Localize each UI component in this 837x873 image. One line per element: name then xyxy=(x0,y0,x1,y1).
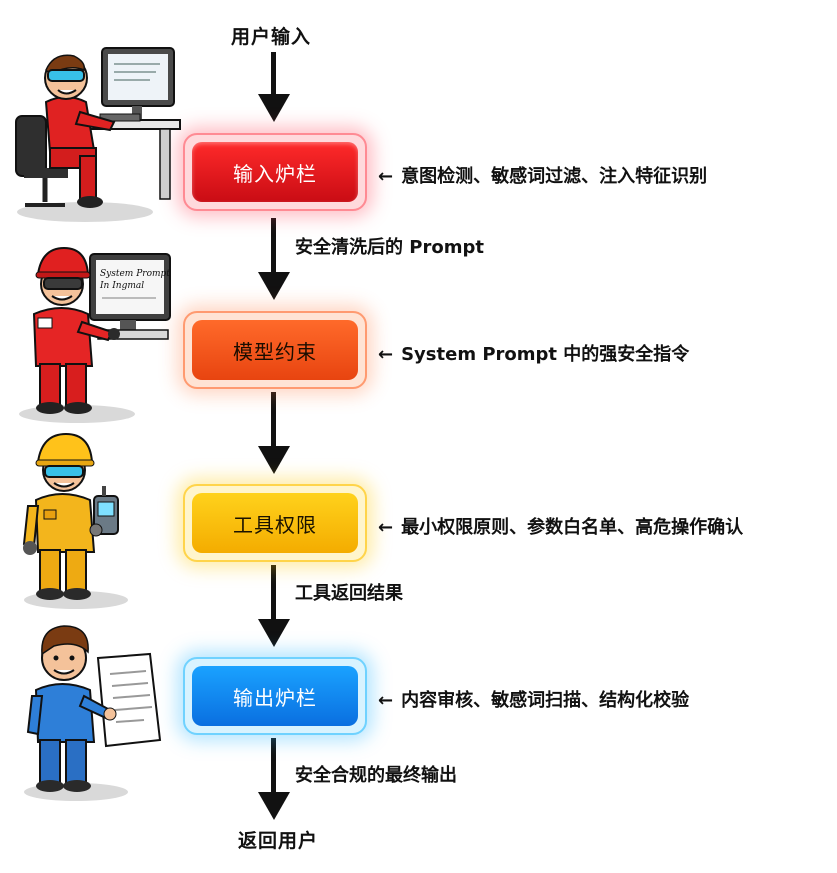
worker-with-document-icon xyxy=(24,625,162,801)
left-arrow-icon: ← xyxy=(378,517,394,538)
stage-label: 输入炉栏 xyxy=(233,161,317,186)
start-label: 用户输入 xyxy=(231,26,312,48)
stage-note: ←内容审核、敏感词扫描、结构化校验 xyxy=(378,690,690,711)
arrow-head-4 xyxy=(258,619,290,647)
arrow-head-2 xyxy=(258,272,290,300)
stage-model-constraint: 模型约束 xyxy=(183,311,367,389)
arrow-stage1-to-stage2 xyxy=(271,218,276,273)
edge-label: 安全合规的最终输出 xyxy=(295,765,457,786)
stage-output-guardrail: 输出炉栏 xyxy=(183,657,367,735)
stage-label: 模型约束 xyxy=(233,339,317,364)
stage-note: ←意图检测、敏感词过滤、注入特征识别 xyxy=(378,166,708,187)
stage-tool-permission: 工具权限 xyxy=(183,484,367,562)
worker-with-tool-icon xyxy=(22,432,128,609)
arrow-head-5 xyxy=(258,792,290,820)
stage-note: ←最小权限原则、参数白名单、高危操作确认 xyxy=(378,517,744,538)
stage-input-guardrail: 输入炉栏 xyxy=(183,133,367,211)
arrow-head-3 xyxy=(258,446,290,474)
edge-label: 工具返回结果 xyxy=(295,583,403,604)
arrow-head-1 xyxy=(258,94,290,122)
left-arrow-icon: ← xyxy=(378,344,394,365)
worker-at-computer-icon xyxy=(15,47,181,222)
stage-label: 工具权限 xyxy=(233,512,317,537)
arrow-stage4-to-output xyxy=(271,738,276,793)
left-arrow-icon: ← xyxy=(378,690,394,711)
edge-label: 安全清洗后的 Prompt xyxy=(295,237,484,258)
monitor-text-line2: In Ingmal xyxy=(99,281,144,291)
monitor-text-line1: System Prompt xyxy=(100,269,170,279)
arrow-stage3-to-stage4 xyxy=(271,565,276,620)
stage-note: ←System Prompt 中的强安全指令 xyxy=(378,344,690,365)
stage-label: 输出炉栏 xyxy=(233,685,317,710)
arrow-input-to-stage1 xyxy=(271,52,276,97)
end-label: 返回用户 xyxy=(238,830,319,852)
arrow-stage2-to-stage3 xyxy=(271,392,276,447)
worker-with-monitor-icon: System Prompt In Ingmal xyxy=(19,246,171,423)
left-arrow-icon: ← xyxy=(378,166,394,187)
